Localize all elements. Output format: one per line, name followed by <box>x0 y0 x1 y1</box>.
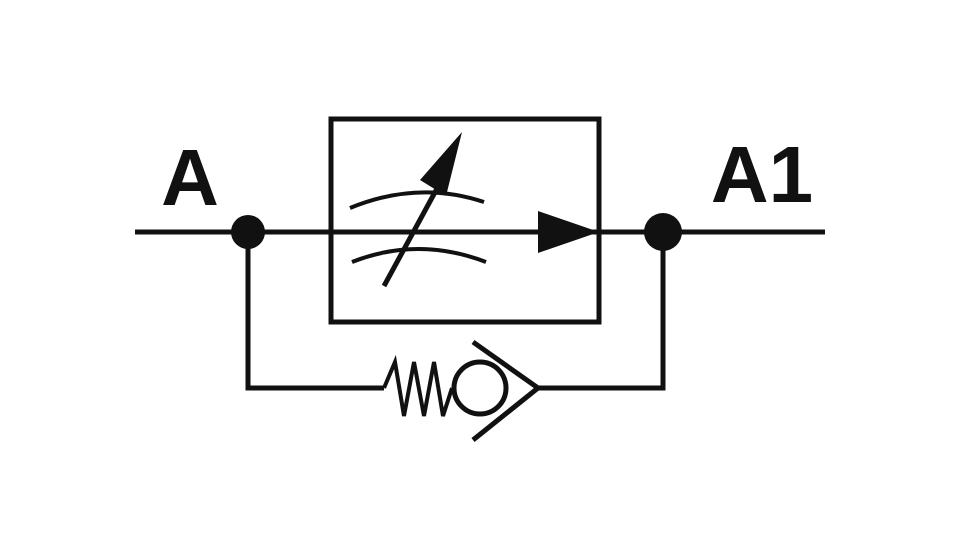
bypass-line-right <box>538 232 666 391</box>
spring-icon <box>382 354 454 417</box>
orifice-upper-curve <box>349 190 485 210</box>
bypass-line-left <box>245 232 384 391</box>
orifice-lower-curve <box>351 247 487 264</box>
check-valve-ball-icon <box>451 359 509 417</box>
port-label-a1: A1 <box>711 130 813 219</box>
adjustment-arrow-shaft <box>381 170 449 288</box>
throttle-valve-box <box>328 116 602 325</box>
adjustment-arrow-head-icon <box>420 132 462 196</box>
check-valve-seat-icon <box>471 339 543 442</box>
flow-direction-arrow-icon <box>538 211 599 253</box>
port-label-a: A <box>161 133 219 222</box>
